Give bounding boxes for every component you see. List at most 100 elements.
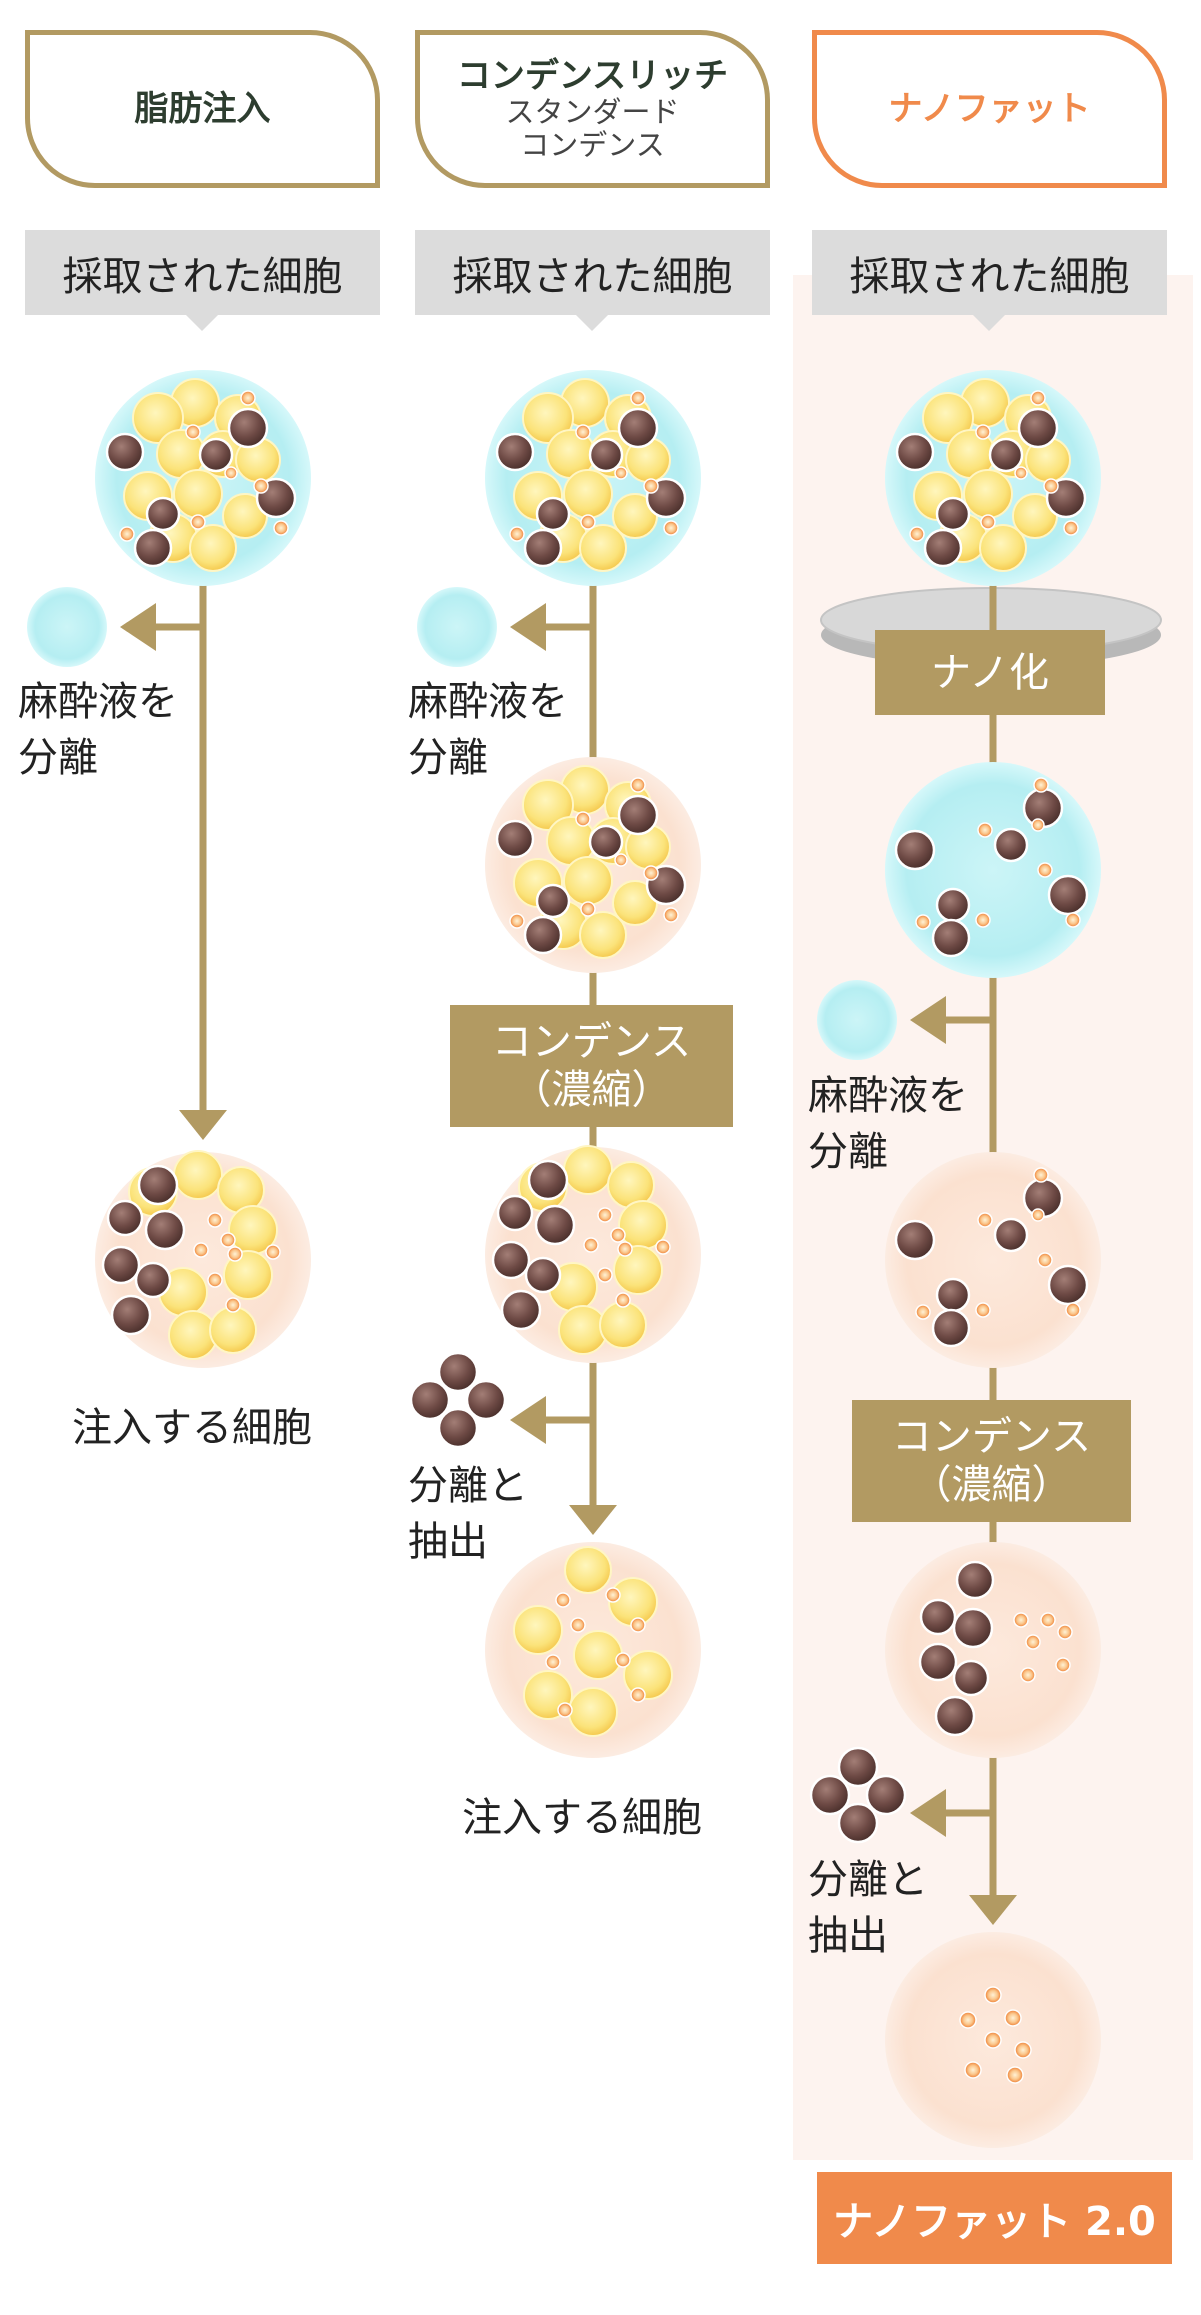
stem-cell (1037, 1252, 1053, 1268)
stem-cell (975, 424, 991, 440)
brown-cell (935, 496, 971, 532)
brown-cell (894, 1219, 936, 1261)
brown-cell (588, 437, 624, 473)
nano-step-box: ナノ化 (875, 630, 1105, 715)
stem-cell (1033, 777, 1049, 793)
stem-cell (984, 1986, 1002, 2004)
stem-cell (964, 2061, 982, 2079)
brown-cell (101, 1245, 141, 1285)
stem-cell (977, 1212, 993, 1228)
brown-cell (809, 1774, 851, 1816)
brown-cell (495, 432, 535, 472)
removed-brown-cells (409, 1351, 507, 1449)
fat-cell (522, 392, 574, 444)
brown-cell (534, 1204, 576, 1246)
brown-cell (931, 918, 971, 958)
stem-cell (615, 1292, 631, 1308)
label-pointer (576, 315, 608, 331)
stem-cell (224, 466, 238, 480)
arrow-left-icon (910, 996, 946, 1044)
fat-cell (573, 1630, 623, 1680)
stem-cell (610, 1227, 626, 1243)
collected-cells-label: 採取された細胞 (415, 230, 770, 315)
stem-cell (545, 1654, 561, 1670)
stem-cell (980, 514, 996, 530)
stem-cell (984, 2031, 1002, 2049)
stem-cell (614, 853, 628, 867)
fat-cell (563, 469, 613, 519)
anesthetic-droplet (817, 980, 897, 1060)
brown-cell (952, 1659, 990, 1697)
brown-cell (523, 528, 563, 568)
separate-extract-label: 分離と 抽出 (808, 1857, 928, 1959)
tab-title: コンデンスリッチ (456, 56, 729, 96)
stem-cell (597, 1267, 613, 1283)
label-pointer (186, 315, 218, 331)
stem-cell (655, 1239, 671, 1255)
brown-cell (1017, 407, 1059, 449)
brown-cell (491, 1240, 531, 1280)
stem-cell (583, 1237, 599, 1253)
brown-cell (837, 1746, 879, 1788)
flow-line (199, 585, 207, 1135)
stem-cell (643, 478, 659, 494)
separated-cells-cluster (885, 1152, 1101, 1368)
brown-cell (993, 1217, 1029, 1253)
brown-cell (865, 1774, 907, 1816)
stem-cell (1006, 2066, 1024, 2084)
brown-cell (137, 1164, 179, 1206)
brown-cell (894, 829, 936, 871)
stem-cell (253, 478, 269, 494)
brown-cell (145, 496, 181, 532)
stem-cell (1063, 520, 1079, 536)
brown-cell (495, 819, 535, 859)
stem-cell (1030, 390, 1046, 406)
brown-cell (919, 1598, 957, 1636)
stem-cell (1065, 912, 1081, 928)
fat-cell (922, 392, 974, 444)
injected-cells-cluster (95, 1150, 311, 1368)
arrow-left-icon (910, 1789, 946, 1837)
collected-cells-label: 採取された細胞 (25, 230, 380, 315)
stem-cell (580, 901, 596, 917)
stem-cell (225, 1297, 241, 1313)
separate-anesthetic-label: 麻酔液を 分離 (18, 679, 178, 781)
brown-cell (500, 1289, 542, 1331)
removed-brown-cells (809, 1746, 907, 1844)
brown-cell (588, 824, 624, 860)
stem-cell (614, 466, 628, 480)
fat-cell (132, 392, 184, 444)
stem-cell (975, 1302, 991, 1318)
stem-cell (207, 1272, 223, 1288)
separated-cells-cluster (485, 757, 701, 973)
stem-cell (630, 1617, 646, 1633)
stem-cell (615, 1652, 631, 1668)
stem-cell (630, 1687, 646, 1703)
arrow-down-icon (569, 1505, 617, 1535)
brown-cell (1047, 1264, 1089, 1306)
fat-cell (599, 1301, 647, 1349)
brown-cell (918, 1642, 958, 1682)
stem-cell (575, 424, 591, 440)
brown-cell (110, 1294, 152, 1336)
arrow-down-icon (179, 1110, 227, 1140)
brown-cell (227, 407, 269, 449)
fat-cell (564, 1546, 612, 1594)
arrow-left-icon (510, 603, 546, 651)
stem-cell (643, 865, 659, 881)
arrow-down-icon (969, 1895, 1017, 1925)
tab-fat-injection: 脂肪注入 (25, 30, 380, 188)
stem-cell (555, 1592, 571, 1608)
stem-cell (190, 514, 206, 530)
stem-cell (193, 1242, 209, 1258)
fat-cell (563, 1145, 613, 1195)
nanofat-2-badge: ナノファット 2.0 (817, 2172, 1172, 2264)
fat-cell (522, 779, 574, 831)
stem-cell (240, 390, 256, 406)
brown-cell (198, 437, 234, 473)
stem-cell (663, 520, 679, 536)
fat-cell (579, 524, 627, 572)
stem-cell (663, 907, 679, 923)
branch-line (540, 1416, 593, 1424)
